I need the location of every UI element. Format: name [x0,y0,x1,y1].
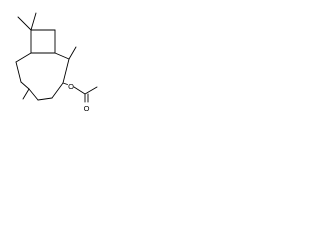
ester-oxygen-label: O [68,82,74,91]
bond [62,82,68,85]
bond [20,81,30,90]
molecule-canvas: O O [0,0,108,117]
bond [30,12,37,31]
bond [37,97,53,101]
bond [17,16,32,31]
bond [51,82,64,99]
carbonyl-oxygen-label: O [84,104,90,113]
bond [22,88,30,100]
bond [15,61,22,83]
bond [54,52,70,60]
bond [73,86,86,95]
acetate-group [62,82,98,103]
bond [15,52,32,63]
bond [28,88,39,101]
cyclobutane-ring [30,29,56,54]
gem-dimethyl-group [17,12,37,31]
bond [62,58,70,84]
molecule-structure: O O [15,12,98,113]
bond [84,86,98,95]
methyl-substituents [22,46,77,100]
atom-labels: O O [68,82,90,113]
nine-membered-ring [15,52,70,101]
bond [68,46,77,60]
